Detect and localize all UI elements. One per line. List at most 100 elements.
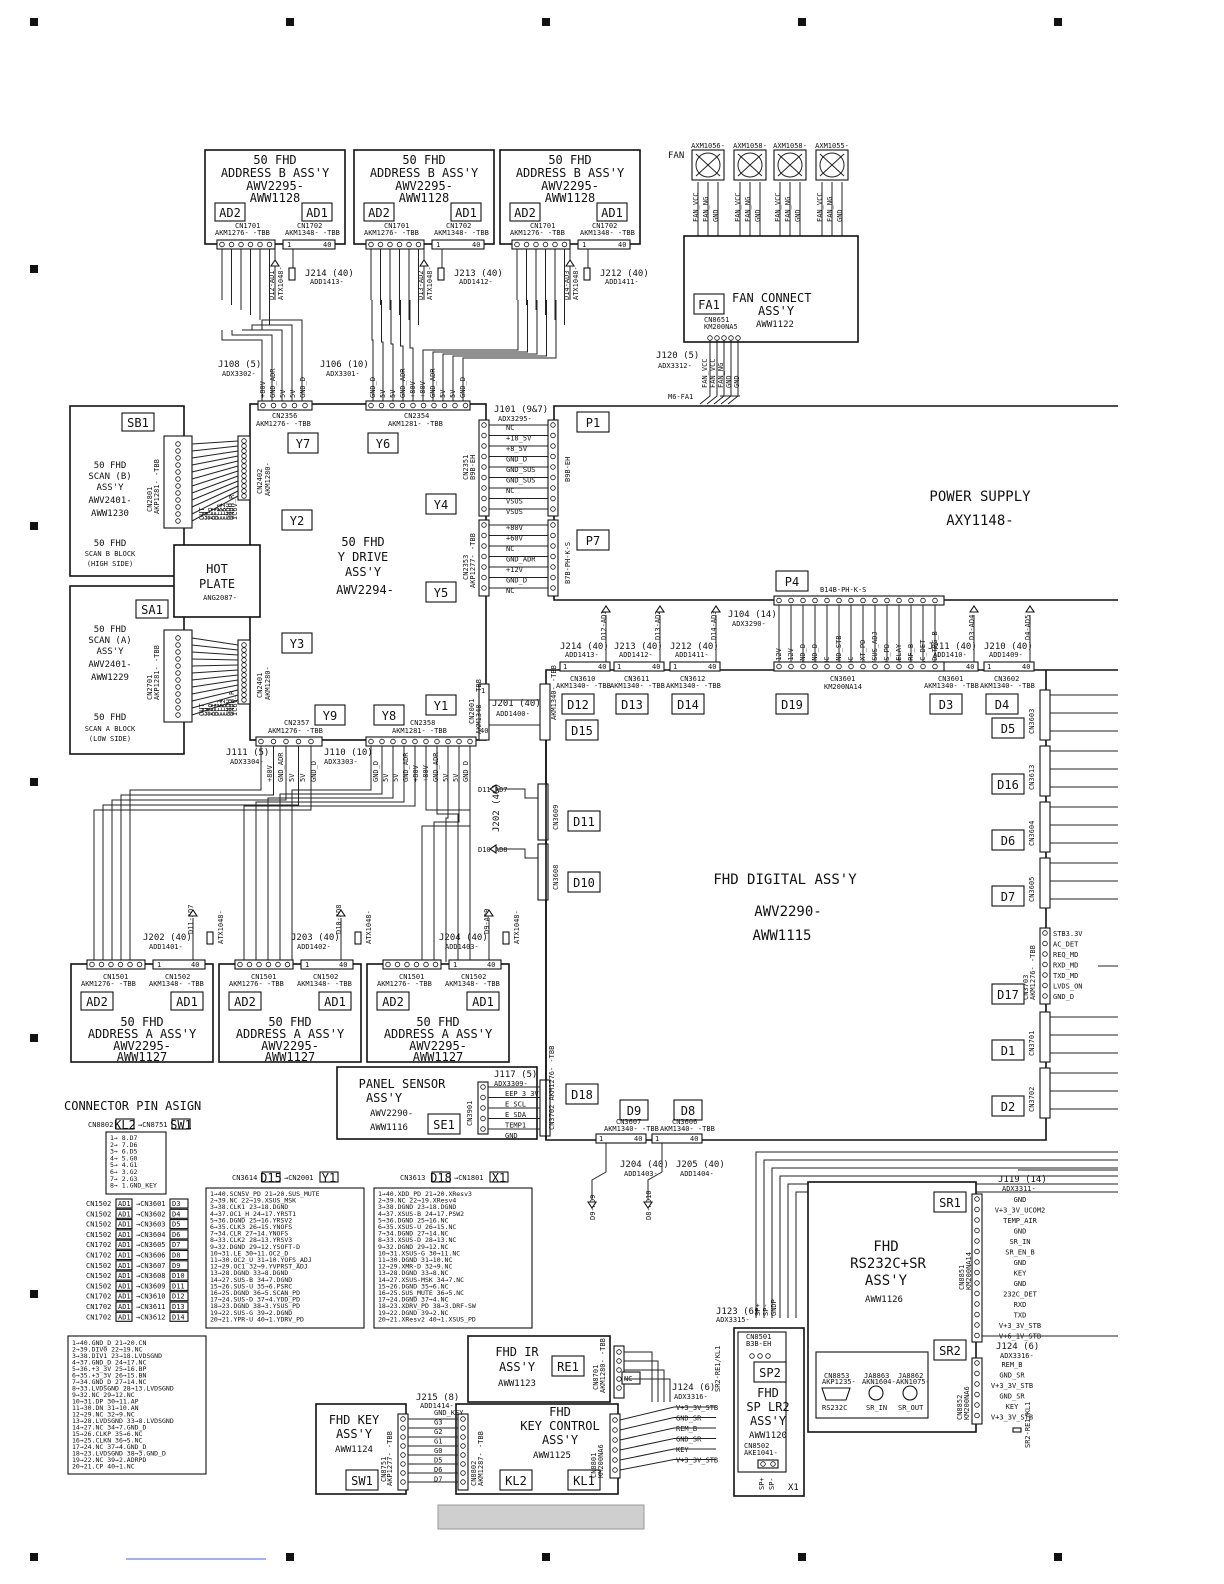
cable-part: ADD1409- (989, 651, 1023, 659)
pin-label: +18_5V (506, 435, 532, 443)
table-cell: CN1502 (86, 1210, 111, 1218)
pin (550, 585, 556, 591)
pin-label: 5V (379, 389, 387, 398)
cable-name: J104 (14) (728, 610, 777, 620)
table-head: →CN1801 (454, 1174, 484, 1182)
fan-icon (819, 152, 845, 178)
wire (191, 664, 239, 667)
table-row: 9→32.NC 29→12.NC (72, 1391, 135, 1399)
connector-body (448, 959, 502, 970)
sp-title: SP LR2 (746, 1400, 789, 1414)
wire (400, 300, 404, 405)
table-row: 13→28.DGND 33→8.DGND (210, 1269, 288, 1277)
board-title: 50 FHD (253, 153, 296, 167)
pin (378, 402, 385, 409)
pin (175, 705, 181, 711)
wire (191, 460, 239, 473)
connector-part: AKM1276- -TBB (1029, 945, 1037, 1000)
connector-part: AKM1340- -TBB (924, 682, 979, 690)
pin-label: RXD (1014, 1301, 1027, 1309)
pin (757, 1353, 763, 1359)
pin-label: REM_B (676, 1425, 697, 1433)
cable-name: J124 (6) (996, 1342, 1039, 1352)
connector-name: B14B-PH-K-S (820, 586, 866, 594)
cable-name: J205 (40) (676, 1160, 725, 1170)
connector-part: KM200NA6 (963, 1386, 971, 1420)
connector-part: AKM1276- -TBB (377, 980, 432, 988)
connector-part: AKN1075- (896, 1378, 930, 1386)
pin-label: SP- (762, 1303, 770, 1316)
scan-pin-label: CLK1 (216, 503, 224, 520)
scan-b-block: (HIGH SIDE) (87, 560, 133, 568)
pin (136, 961, 143, 968)
scan-pin-label: OUT (198, 507, 206, 520)
pin (749, 1353, 755, 1359)
pin-label: GND (1014, 1259, 1027, 1267)
tag-se1: SE1 (433, 1118, 455, 1132)
tag-p1-box (576, 411, 610, 433)
fan-icon (737, 152, 763, 178)
key-control-code: AWW1125 (533, 1451, 571, 1461)
board-code: AWV2295- (541, 179, 599, 193)
pin (480, 1094, 486, 1101)
table-tag-box (115, 1198, 133, 1209)
atx-part: ATX1048- (365, 910, 373, 944)
scan-pin-label: VH (204, 512, 212, 520)
pin-label: GND (1014, 1196, 1027, 1204)
pin (406, 241, 412, 248)
tag-d18: D18 (571, 1088, 593, 1102)
cable-part: ADX3312- (658, 362, 692, 370)
fan-pin-label: GND (754, 209, 762, 222)
wire (191, 465, 239, 480)
tag-d2-box (991, 1095, 1025, 1117)
ydrive-title: Y DRIVE (338, 550, 389, 564)
board-code: AWW1128 (399, 191, 450, 205)
connector-part: AKM1281- -TBB (392, 727, 447, 735)
pin (400, 1443, 406, 1449)
pin (481, 585, 487, 591)
scan-a-title: ASS'Y (96, 647, 124, 657)
wire (129, 746, 262, 962)
pin (452, 402, 458, 409)
table-row: 11→30.OC2_U 31→10.YOFS_ADJ (210, 1256, 312, 1264)
table-cell: D4 (172, 1210, 180, 1218)
scan-b-block: SCAN B BLOCK (85, 550, 136, 558)
pin (974, 1370, 980, 1377)
wire (445, 746, 449, 962)
cable-part: ADX3309- (494, 1080, 528, 1088)
connector-name: CN3901 (466, 1101, 474, 1126)
cable-part: ADX3290- (732, 620, 766, 628)
pin-label: 5V (382, 773, 390, 782)
pin (812, 663, 818, 670)
pin (412, 738, 418, 745)
table-cell: CN1502 (86, 1262, 111, 1270)
scan-pin-label: CLK2 (219, 503, 227, 520)
cable-name: J213 (40) (454, 269, 503, 279)
tag-ad2-box (363, 202, 395, 222)
table-cell: AD1 (118, 1210, 131, 1218)
tag-d11: D11 (573, 815, 595, 829)
connector-name: CN3702 (1028, 1087, 1036, 1112)
pin (241, 652, 247, 658)
tag-p7: P7 (586, 534, 600, 548)
connector-name: CN2801 (146, 487, 154, 512)
pin-label: +80V (506, 524, 524, 532)
wire (231, 330, 273, 405)
board-code: AWW1127 (265, 1050, 316, 1064)
connector-body (1039, 857, 1051, 909)
pin (481, 485, 487, 491)
arrow-icon (1024, 605, 1036, 613)
pin (175, 504, 181, 510)
key-control-title: ASS'Y (542, 1433, 579, 1447)
pin (836, 597, 842, 604)
scan-pin-label: GNDH (225, 503, 233, 520)
pin (456, 738, 462, 745)
cable-name: J111 (5) (226, 748, 269, 758)
connector-part: AKN1604- (862, 1378, 896, 1386)
tag-sw1-box (345, 1469, 379, 1491)
pin (396, 241, 403, 248)
connector-part: KM200NA5 (704, 323, 738, 331)
pin-number: 1 (673, 663, 677, 671)
table-row: 17→24.NC 37→4.GND_D (72, 1443, 146, 1451)
